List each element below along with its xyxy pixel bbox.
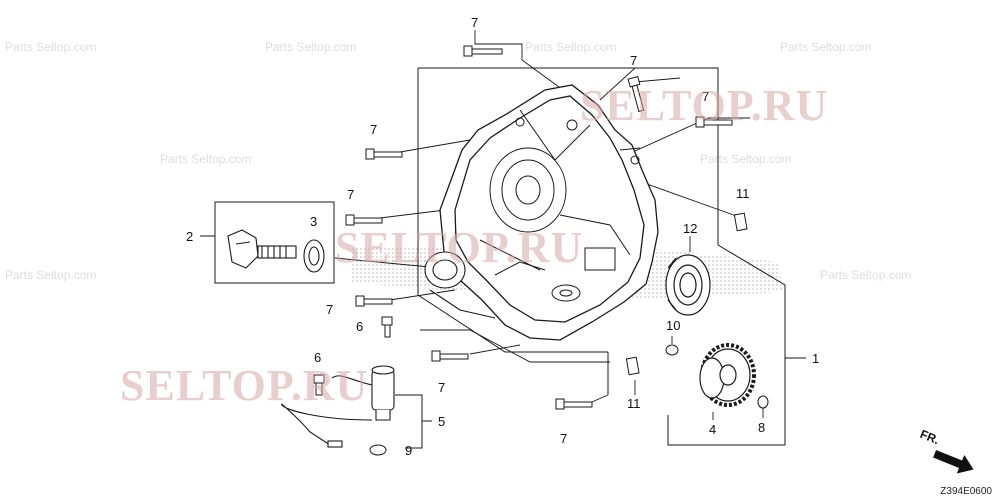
callout-7: 7 bbox=[326, 302, 333, 317]
background-text: Parts Seltop.com bbox=[525, 40, 617, 54]
seal-3 bbox=[303, 239, 325, 273]
callout-6: 6 bbox=[314, 350, 321, 365]
watermark: SELTOP.RU bbox=[580, 81, 829, 130]
breather-cap-2 bbox=[227, 229, 297, 269]
background-text: Parts Seltop.com bbox=[5, 268, 97, 282]
crankcase-cover bbox=[439, 84, 659, 341]
gear-4 bbox=[699, 343, 756, 407]
callout-7: 7 bbox=[560, 431, 567, 446]
callout-12: 12 bbox=[683, 221, 697, 236]
callout-8: 8 bbox=[758, 420, 765, 435]
assembly-bracket bbox=[417, 67, 806, 446]
washer-10 bbox=[665, 344, 679, 356]
background-text: Parts Seltop.com bbox=[700, 152, 792, 166]
callout-labels: 7 7 7 7 7 7 7 7 11 11 12 2 3 6 6 10 1 5 … bbox=[186, 15, 819, 458]
callout-11: 11 bbox=[627, 396, 641, 411]
front-arrow-icon bbox=[933, 450, 974, 474]
callout-7: 7 bbox=[438, 380, 445, 395]
o-ring-9 bbox=[369, 444, 387, 456]
diagram-code: Z394E0600 bbox=[940, 486, 992, 497]
callout-2: 2 bbox=[186, 229, 193, 244]
callout-11: 11 bbox=[736, 186, 750, 201]
bolt-6 bbox=[381, 316, 393, 338]
callout-7: 7 bbox=[702, 89, 709, 104]
callout-4: 4 bbox=[709, 422, 716, 437]
callout-3: 3 bbox=[310, 214, 317, 229]
callout-7: 7 bbox=[471, 15, 478, 30]
bolt-6 bbox=[313, 374, 325, 396]
washer-8 bbox=[757, 395, 769, 409]
oil-sensor-5 bbox=[281, 365, 395, 448]
breather-bracket bbox=[200, 201, 335, 284]
cover-details bbox=[479, 109, 641, 302]
oil-filler-boss bbox=[424, 251, 496, 319]
dowel-pin-11 bbox=[625, 212, 748, 376]
watermark: SELTOP.RU bbox=[120, 361, 369, 410]
callout-1: 1 bbox=[812, 351, 819, 366]
callout-10: 10 bbox=[666, 318, 680, 333]
bolt-7 bbox=[345, 45, 733, 410]
watermark: SELTOP.RU bbox=[335, 223, 584, 272]
background-text: Parts Seltop.com bbox=[780, 40, 872, 54]
background-text: Parts Seltop.com bbox=[5, 40, 97, 54]
background-text: Parts Seltop.com bbox=[820, 268, 912, 282]
callout-7: 7 bbox=[347, 187, 354, 202]
bearing-12 bbox=[665, 254, 711, 316]
background-text: Parts Seltop.com bbox=[265, 40, 357, 54]
callout-5: 5 bbox=[438, 414, 445, 429]
sensor-bracket bbox=[395, 394, 423, 449]
callout-6: 6 bbox=[356, 319, 363, 334]
callout-7: 7 bbox=[630, 53, 637, 68]
callout-7: 7 bbox=[370, 122, 377, 137]
callout-9: 9 bbox=[405, 443, 412, 458]
background-text: Parts Seltop.com bbox=[160, 152, 252, 166]
